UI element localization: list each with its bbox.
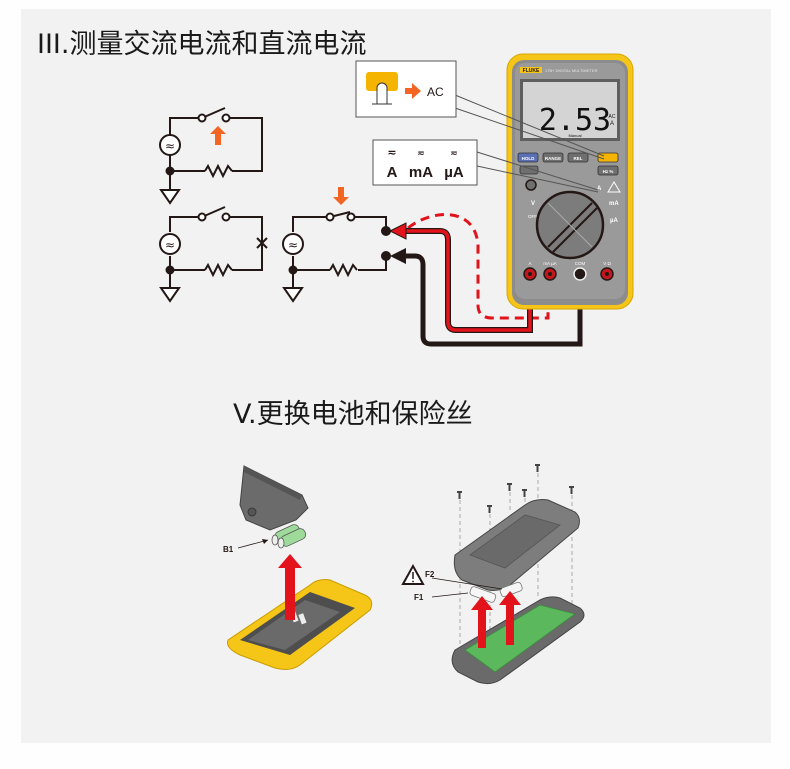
dial-label-ua: µA: [610, 218, 618, 224]
ac-source-icon: ≈: [165, 139, 175, 153]
svg-text:RANGE: RANGE: [545, 156, 561, 161]
jack-label-ma-ua: mA µA: [543, 261, 556, 266]
fuse-label-f1: F1: [414, 593, 424, 602]
batteries-icon: [271, 524, 307, 549]
dial-label-off: OFF: [528, 214, 537, 219]
circuit-diagram-measurement: [282, 211, 391, 303]
content-panel: [21, 9, 771, 743]
battery-door: [239, 465, 309, 531]
warning-triangle-icon: [607, 181, 621, 193]
section-heading-measure-current: III.测量交流电流和直流电流: [37, 29, 367, 60]
yellow-button-icon: [366, 72, 398, 91]
rel-button[interactable]: [567, 152, 589, 163]
ac-dc-symbol-icon: ≂: [417, 149, 425, 159]
hold-button[interactable]: [517, 152, 539, 163]
lcd-mode: Manual: [568, 133, 581, 138]
up-arrow-icon: [210, 126, 226, 145]
test-lead-black: [400, 253, 583, 347]
callout-current-ranges: ≂ ≂ ≂ A mA µA: [372, 139, 599, 193]
black-probe-tip-icon: [390, 248, 406, 264]
finger-press-icon: [376, 82, 388, 105]
range-button[interactable]: [542, 152, 564, 163]
circuit-diagram-open: [159, 107, 263, 205]
up-arrow-icon: [499, 591, 521, 645]
range-label-ma: mA: [409, 164, 433, 181]
callout-ac-label: AC: [427, 85, 444, 99]
lcd-unit-ac: AC: [609, 114, 616, 120]
screw-icons: [457, 464, 574, 513]
range-label-a: A: [387, 164, 398, 181]
circuit-diagram-broken: [159, 206, 268, 303]
jack-label-a: A: [528, 261, 531, 266]
svg-text:Hz %: Hz %: [603, 169, 614, 174]
test-lead-ma-dashed: [407, 213, 550, 320]
jack-label-com: COM: [575, 261, 586, 266]
fuse-label-f2: F2: [425, 570, 435, 579]
circuit-board: [464, 604, 576, 673]
test-lead-red: [400, 229, 532, 332]
up-arrow-icon: [278, 554, 302, 620]
down-arrow-icon: [333, 187, 349, 205]
callout-ac-button: AC: [355, 60, 605, 160]
dial-label-a: A: [597, 186, 602, 192]
ac-source-icon: ≈: [165, 238, 175, 252]
lcd-unit-a: A: [610, 121, 614, 127]
jack-com[interactable]: [573, 267, 587, 281]
section-heading-replace-battery-fuse: V.更换电池和保险丝: [233, 399, 473, 430]
multimeter: FLUKE 17B+ DIGITAL MULTIMETER 2.53 AC A …: [506, 53, 634, 310]
ac-dc-symbol-icon: ≂: [387, 146, 396, 159]
model-label: 17B+ DIGITAL MULTIMETER: [545, 68, 598, 73]
up-arrow-icon: [471, 596, 493, 648]
brand-label: FLUKE: [523, 68, 540, 74]
svg-text:HOLD: HOLD: [522, 156, 535, 161]
battery-label-b1: B1: [223, 545, 234, 554]
svg-text:REL: REL: [574, 156, 583, 161]
ac-source-icon: ≈: [288, 238, 298, 252]
dial-backlight-button[interactable]: [525, 179, 537, 191]
range-label-ua: µA: [444, 164, 464, 181]
battery-replacement-illustration: B1: [223, 465, 373, 670]
fuse-replacement-illustration: F2 F1: [401, 464, 585, 685]
ac-dc-symbol-icon: ≂: [450, 149, 458, 159]
right-arrow-icon: [405, 83, 421, 99]
red-probe-tip-icon: [388, 222, 407, 240]
lcd-reading: 2.53: [539, 103, 611, 138]
dial-label-ma: mA: [609, 201, 619, 207]
jack-label-v-ohm: V Ω: [603, 261, 611, 266]
dial-label-v: V: [531, 201, 535, 207]
hz-percent-button[interactable]: [597, 165, 619, 176]
test-leads: [400, 213, 583, 347]
